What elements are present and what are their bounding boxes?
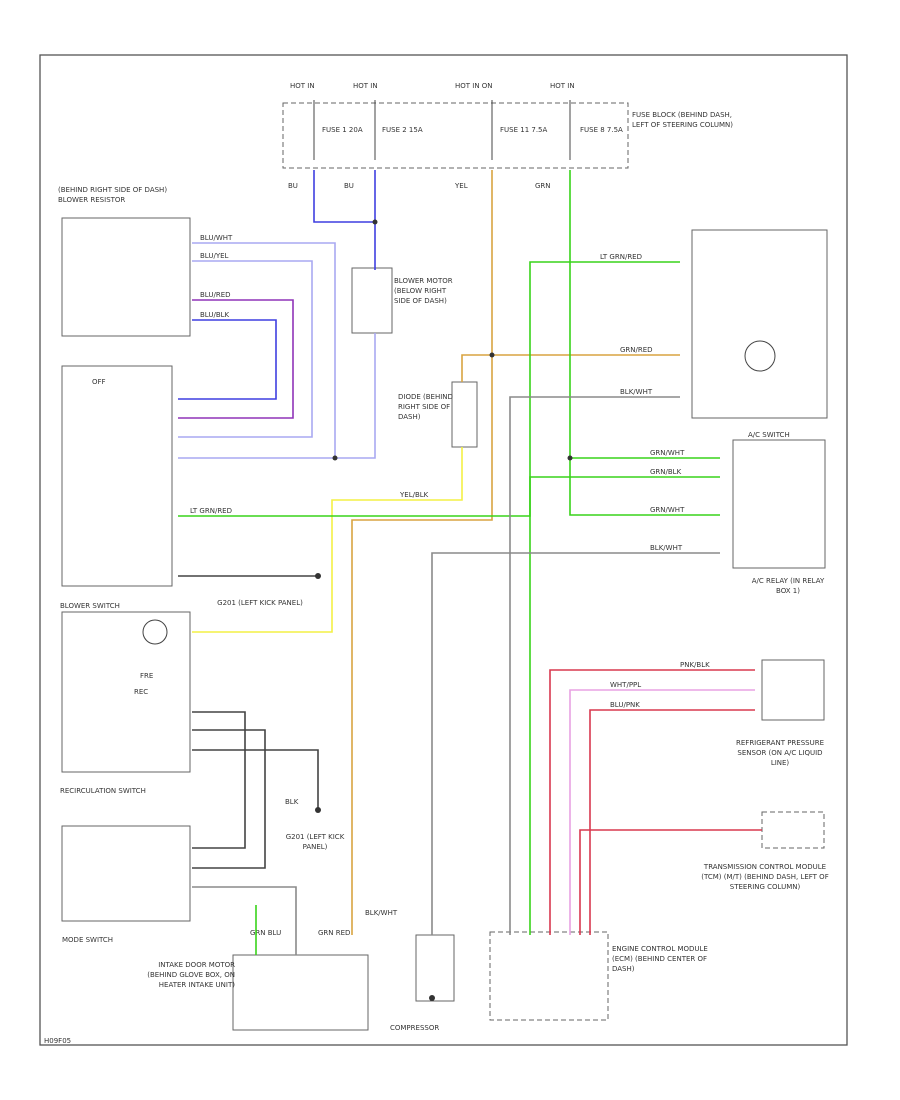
intake-door-label: INTAKE DOOR MOTOR (BEHIND GLOVE BOX, ON … [147, 961, 235, 989]
intake-grn-red: GRN RED [318, 929, 350, 937]
mode-switch-label: MODE SWITCH [62, 936, 113, 944]
cooling-relay-box [691, 229, 828, 419]
blower-motor-label: BLOWER MOTOR (BELOW RIGHT SIDE OF DASH) [394, 277, 453, 305]
rec-label: REC [134, 688, 148, 696]
wire-grey-2 [431, 552, 720, 935]
fuse-wire-code-4: GRN [535, 182, 551, 190]
wire-blue-5 [178, 260, 313, 438]
label-grn-red: GRN/RED [620, 346, 653, 354]
blower-switch-lower-box [61, 611, 191, 773]
wire-blue-3 [178, 242, 336, 459]
wire-grey-1 [509, 396, 680, 935]
g201b-label: G201 (LEFT KICK PANEL) [285, 833, 345, 851]
wire-purple [178, 299, 294, 419]
wire-blue-1 [313, 170, 376, 270]
refrigerant-sensor-label: REFRIGERANT PRESSURE SENSOR (ON A/C LIQU… [736, 739, 824, 767]
diagram-frame [39, 54, 848, 1046]
blower-resistor-label: (BEHIND RIGHT SIDE OF DASH) BLOWER RESIS… [58, 186, 168, 204]
fuse-symbols [313, 100, 571, 160]
fuse-wire-code-3: YEL [454, 182, 468, 190]
hot-label-1: HOT IN [290, 82, 315, 90]
label-blk-wht: BLK/WHT [620, 388, 653, 396]
label-blu-wht-1: BLU/WHT [200, 234, 233, 242]
blower-switch-box [61, 365, 173, 587]
label-grn-wht-1: GRN/WHT [650, 449, 685, 457]
compressor-box [415, 934, 455, 1002]
label-grn-wht-2: GRN/WHT [650, 506, 685, 514]
label-blu-pnk: BLU/PNK [610, 701, 640, 709]
label-yel-blk: YEL/BLK [399, 491, 429, 499]
wire-black-1 [192, 729, 266, 869]
compressor-wire: BLK/WHT [365, 909, 398, 917]
label-lt-grn-red-1: LT GRN/RED [600, 253, 642, 261]
compressor-label: COMPRESSOR [390, 1024, 439, 1032]
wire-blue-4 [335, 333, 376, 459]
wire-orange-2 [461, 354, 492, 382]
ac-relay-box [732, 439, 826, 569]
fuse-wire-code-2: BU [344, 182, 354, 190]
wire-red-tcm [579, 829, 762, 935]
label-grn-blk: GRN/BLK [650, 468, 682, 476]
wire-red [549, 669, 755, 935]
mode-switch-box [61, 825, 191, 922]
intake-door-motor-box [232, 954, 369, 1031]
hot-label-4: HOT IN [550, 82, 575, 90]
wire-green-1 [569, 170, 720, 516]
ac-relay-label: A/C RELAY (IN RELAY BOX 1) [751, 577, 825, 595]
label-wht-ppl: WHT/PPL [610, 681, 641, 689]
refrigerant-sensor-box [761, 659, 825, 721]
ecm-label: ENGINE CONTROL MODULE (ECM) (BEHIND CENT… [612, 945, 708, 973]
fuse-label-3: FUSE 11 7.5A [500, 126, 548, 134]
wire-blue-6 [178, 319, 277, 400]
label-blu-blk: BLU/BLK [200, 311, 230, 319]
blk-ground-label: BLK [285, 798, 299, 806]
label-pnk-blk: PNK/BLK [680, 661, 710, 669]
wire-green-2 [178, 261, 680, 517]
blower-switch-label: BLOWER SWITCH [60, 602, 120, 610]
junction-dots [315, 219, 573, 1001]
intake-grn-blu: GRN BLU [250, 929, 281, 937]
wire-orange-3 [351, 355, 493, 935]
tcm-label: TRANSMISSION CONTROL MODULE (TCM) (M/T) … [701, 863, 829, 891]
ac-switch-label: A/C SWITCH [748, 431, 790, 439]
fuse-label-2: FUSE 2 15A [382, 126, 423, 134]
ecm-box [489, 931, 609, 1021]
relay-motor-circle [744, 340, 776, 372]
fuse-label-4: FUSE 8 7.5A [580, 126, 623, 134]
blower-switch-off-label: OFF [92, 378, 106, 386]
hot-label-2: HOT IN [353, 82, 378, 90]
fuse-label-1: FUSE 1 20A [322, 126, 363, 134]
fuse-block-label: FUSE BLOCK (BEHIND DASH, LEFT OF STEERIN… [632, 111, 733, 129]
diode [451, 381, 478, 448]
wire-pink [569, 689, 755, 935]
label-blu-red: BLU/RED [200, 291, 231, 299]
label-lt-grn-red-2: LT GRN/RED [190, 507, 232, 515]
wire-pink-red [589, 709, 755, 935]
wire-yellow [192, 447, 463, 633]
wire-grey-3 [192, 886, 297, 955]
wire-black-2 [192, 711, 246, 849]
blower-resistor-box [61, 217, 191, 337]
fuse-wire-code-1: BU [288, 182, 298, 190]
corner-code: H09F05 [44, 1037, 71, 1045]
recirc-switch-label: RECIRCULATION SWITCH [60, 787, 146, 795]
fre-label: FRE [140, 672, 153, 680]
label-blu-yel: BLU/YEL [200, 252, 229, 260]
fuse-block [282, 102, 629, 169]
label-blk-wht-2: BLK/WHT [650, 544, 683, 552]
blower-motor [351, 267, 393, 334]
blower-indicator-circle [142, 619, 168, 645]
tcm-box [761, 811, 825, 849]
wire-black-3 [192, 749, 319, 810]
g201-label: G201 (LEFT KICK PANEL) [217, 599, 303, 607]
hot-label-3: HOT IN ON [455, 82, 493, 90]
diode-label: DIODE (BEHIND RIGHT SIDE OF DASH) [398, 393, 453, 421]
wire-green-4 [529, 476, 720, 935]
